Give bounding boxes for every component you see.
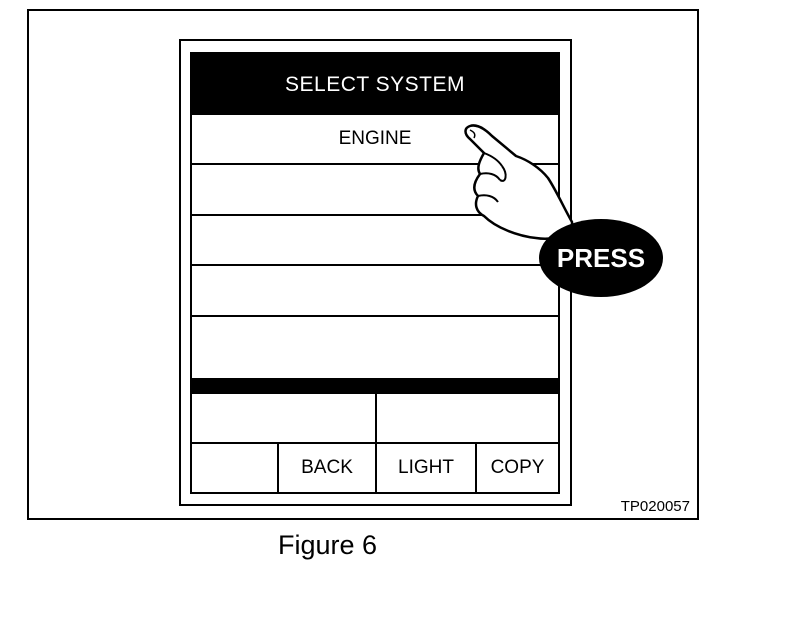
press-callout: PRESS xyxy=(539,219,663,297)
menu-item-empty[interactable] xyxy=(192,266,558,317)
blank-key-left[interactable] xyxy=(192,394,377,444)
back-button[interactable]: BACK xyxy=(279,444,377,492)
pointing-hand-icon xyxy=(464,124,574,240)
menu-item-empty[interactable] xyxy=(192,216,558,266)
reference-code: TP020057 xyxy=(620,498,690,515)
figure-frame: SELECT SYSTEM ENGINE BACK LIGHT COPY TP0… xyxy=(27,9,699,520)
figure-caption: Figure 6 xyxy=(278,530,378,560)
copy-button[interactable]: COPY xyxy=(477,444,558,492)
menu-item-empty[interactable] xyxy=(192,317,558,378)
blank-key-right[interactable] xyxy=(377,394,558,444)
light-button[interactable]: LIGHT xyxy=(377,444,477,492)
device-body: SELECT SYSTEM ENGINE BACK LIGHT COPY xyxy=(179,39,572,506)
menu-item-engine[interactable]: ENGINE xyxy=(192,115,558,165)
menu-item-empty[interactable] xyxy=(192,165,558,216)
function-key-blank[interactable] xyxy=(192,444,279,492)
divider-bar xyxy=(192,378,558,394)
touch-screen: SELECT SYSTEM ENGINE BACK LIGHT COPY xyxy=(190,52,560,494)
screen-title: SELECT SYSTEM xyxy=(192,54,558,115)
